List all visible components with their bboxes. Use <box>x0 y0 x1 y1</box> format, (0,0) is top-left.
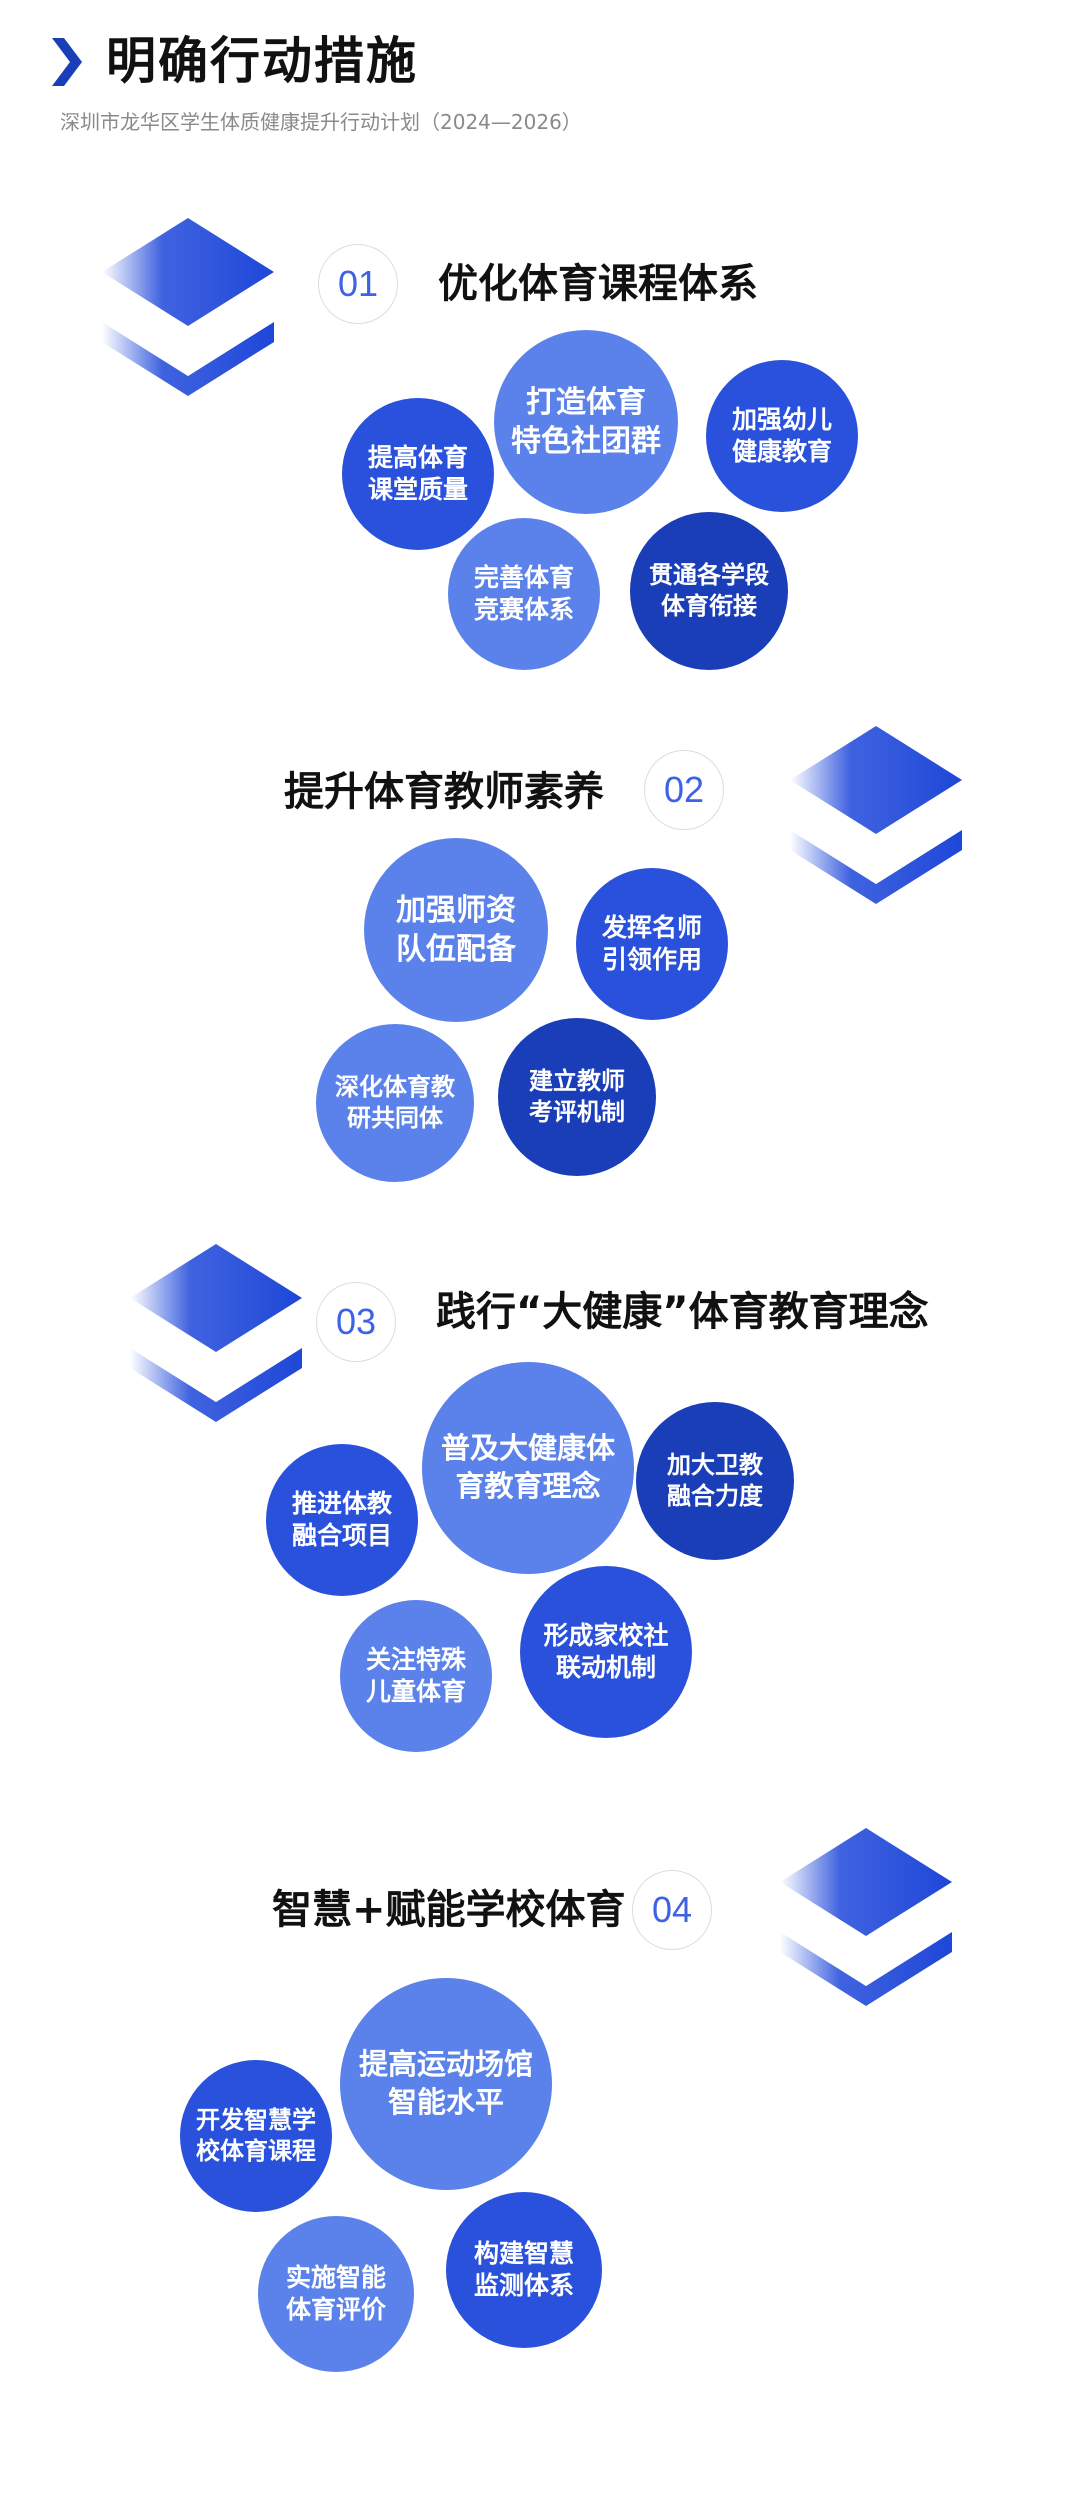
action-bubble: 开发智慧学 校体育课程 <box>180 2060 332 2212</box>
action-bubble: 深化体育教 研共同体 <box>316 1024 474 1182</box>
layers-icon <box>130 1244 302 1422</box>
action-bubble: 形成家校社 联动机制 <box>520 1566 692 1738</box>
action-bubble: 关注特殊 儿童体育 <box>340 1600 492 1752</box>
action-bubble: 贯通各学段 体育衔接 <box>630 512 788 670</box>
page-title: 明确行动措施 <box>106 32 418 90</box>
action-bubble: 加强幼儿 健康教育 <box>706 360 858 512</box>
page-subtitle: 深圳市龙华区学生体质健康提升行动计划（2024—2026） <box>60 110 582 134</box>
action-bubble: 实施智能 体育评价 <box>258 2216 414 2372</box>
action-bubble: 普及大健康体 育教育理念 <box>422 1362 634 1574</box>
section-number: 03 <box>316 1282 396 1362</box>
section-title: 提升体育教师素养 <box>284 769 604 815</box>
action-bubble: 推进体教 融合项目 <box>266 1444 418 1596</box>
action-bubble: 加大卫教 融合力度 <box>636 1402 794 1560</box>
section-number: 02 <box>644 750 724 830</box>
section-number: 04 <box>632 1870 712 1950</box>
section-title: 优化体育课程体系 <box>438 261 758 307</box>
layers-icon <box>780 1828 952 2006</box>
action-bubble: 打造体育 特色社团群 <box>494 330 678 514</box>
layers-icon <box>790 726 962 904</box>
chevron-right-icon <box>52 38 82 86</box>
action-bubble: 建立教师 考评机制 <box>498 1018 656 1176</box>
action-bubble: 加强师资 队伍配备 <box>364 838 548 1022</box>
action-bubble: 完善体育 竞赛体系 <box>448 518 600 670</box>
action-bubble: 构建智慧 监测体系 <box>446 2192 602 2348</box>
action-bubble: 发挥名师 引领作用 <box>576 868 728 1020</box>
section-number: 01 <box>318 244 398 324</box>
section-title: 智慧+赋能学校体育 <box>272 1887 626 1933</box>
action-bubble: 提高体育 课堂质量 <box>342 398 494 550</box>
layers-icon <box>102 218 274 396</box>
action-bubble: 提高运动场馆 智能水平 <box>340 1978 552 2190</box>
section-title: 践行“大健康”体育教育理念 <box>436 1289 929 1335</box>
